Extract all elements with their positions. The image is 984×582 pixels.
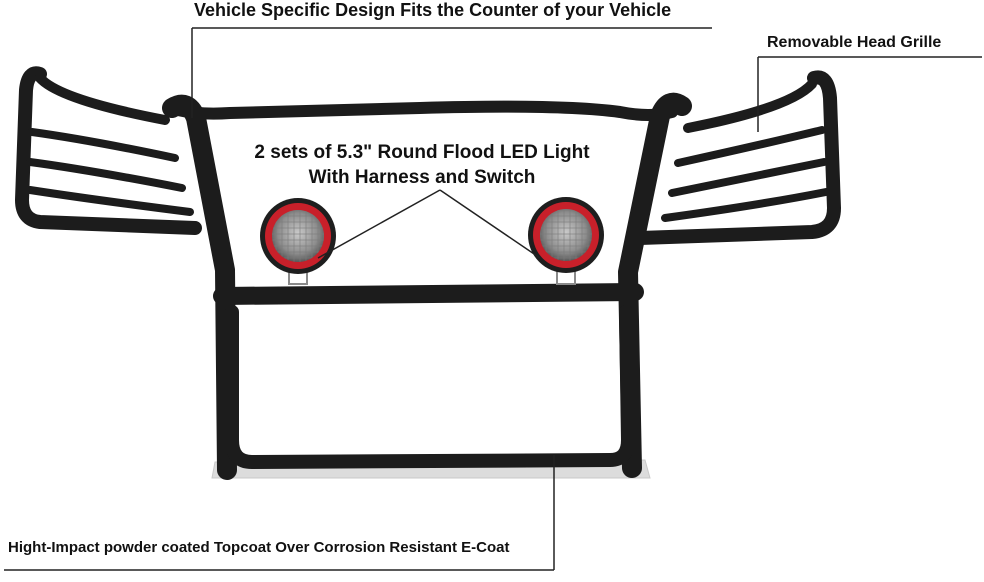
leader-lines <box>4 27 982 571</box>
callout-led-lights: 2 sets of 5.3" Round Flood LED Light Wit… <box>222 140 622 190</box>
callout-led-line2: With Harness and Switch <box>308 167 536 188</box>
callout-removable-grille: Removable Head Grille <box>767 34 942 51</box>
left-wing-guard <box>15 66 202 235</box>
right-wing-guard <box>633 70 841 245</box>
callout-led-line1: 2 sets of 5.3" Round Flood LED Light <box>254 142 590 163</box>
callout-vehicle-specific: Vehicle Specific Design Fits the Counter… <box>194 0 672 20</box>
right-led-light <box>528 197 604 285</box>
main-frame <box>162 92 692 480</box>
callout-coating: Hight-Impact powder coated Topcoat Over … <box>8 539 510 556</box>
left-led-light <box>260 198 336 285</box>
